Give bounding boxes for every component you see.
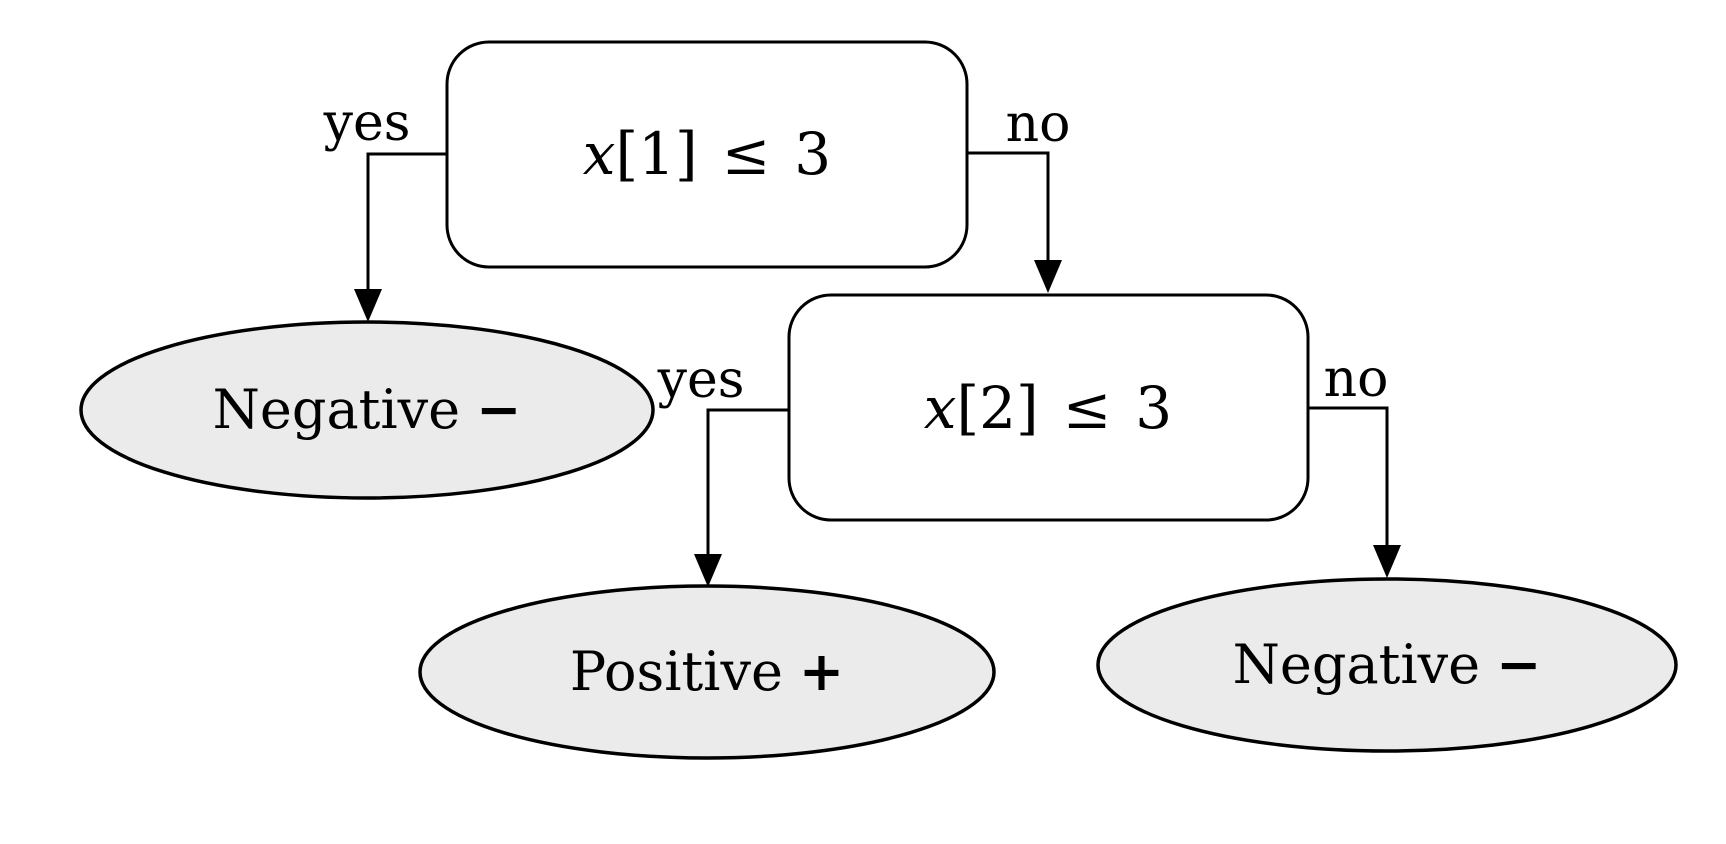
node-root-label: x[1] ≤3: [583, 120, 831, 188]
node-child-decision: x[2] ≤3: [787, 293, 1310, 522]
leaf-right-text: Negative: [1233, 633, 1480, 696]
root-op: ≤: [722, 120, 771, 188]
leaf-positive-middle-ellipse: [418, 584, 996, 760]
arrowhead-icon: [1034, 260, 1062, 293]
edge-root-yes-line: [366, 152, 447, 292]
edge-root-no-line: [967, 151, 1050, 263]
arrowhead-icon: [694, 554, 722, 587]
leaf-negative-left-ellipse: [79, 320, 655, 500]
edge-label-root-no: no: [1006, 94, 1071, 154]
leaf-negative-left: Negative−: [79, 320, 655, 500]
edge-child-no-line: [1308, 406, 1389, 547]
leaf-negative-right: Negative−: [1096, 577, 1678, 753]
leaf-negative-right-ellipse: [1096, 577, 1678, 753]
edge-child-no: no: [1308, 349, 1401, 578]
edge-label-root-yes: yes: [323, 93, 411, 153]
arrowhead-icon: [1373, 545, 1401, 578]
node-root-decision: x[1] ≤3: [445, 40, 969, 269]
edge-root-no: no: [967, 94, 1070, 293]
edge-label-child-yes: yes: [657, 350, 745, 410]
edge-label-child-no: no: [1324, 349, 1389, 409]
root-value: 3: [794, 120, 831, 188]
leaf-left-text: Negative: [213, 378, 460, 441]
node-root-box: [445, 40, 969, 269]
node-child-label: x[2] ≤3: [924, 374, 1172, 442]
node-child-box: [787, 293, 1310, 522]
leaf-left-sign: −: [476, 377, 521, 441]
leaf-right-sign: −: [1496, 632, 1541, 696]
root-var: x: [583, 120, 616, 188]
edge-root-yes: yes: [323, 93, 447, 322]
edge-child-yes: yes: [657, 350, 789, 587]
child-op: ≤: [1063, 374, 1112, 442]
child-var: x: [924, 374, 957, 442]
leaf-negative-left-label: Negative−: [213, 377, 522, 441]
child-value: 3: [1135, 374, 1172, 442]
root-index: [1]: [616, 120, 698, 188]
leaf-middle-sign: +: [799, 639, 844, 703]
child-index: [2]: [957, 374, 1039, 442]
edge-child-yes-line: [706, 408, 789, 556]
leaf-negative-right-label: Negative−: [1233, 632, 1542, 696]
leaf-positive-middle-label: Positive +: [570, 639, 844, 703]
arrowhead-icon: [354, 289, 382, 322]
leaf-positive-middle: Positive +: [418, 584, 996, 760]
leaf-middle-text: Positive: [570, 640, 783, 703]
